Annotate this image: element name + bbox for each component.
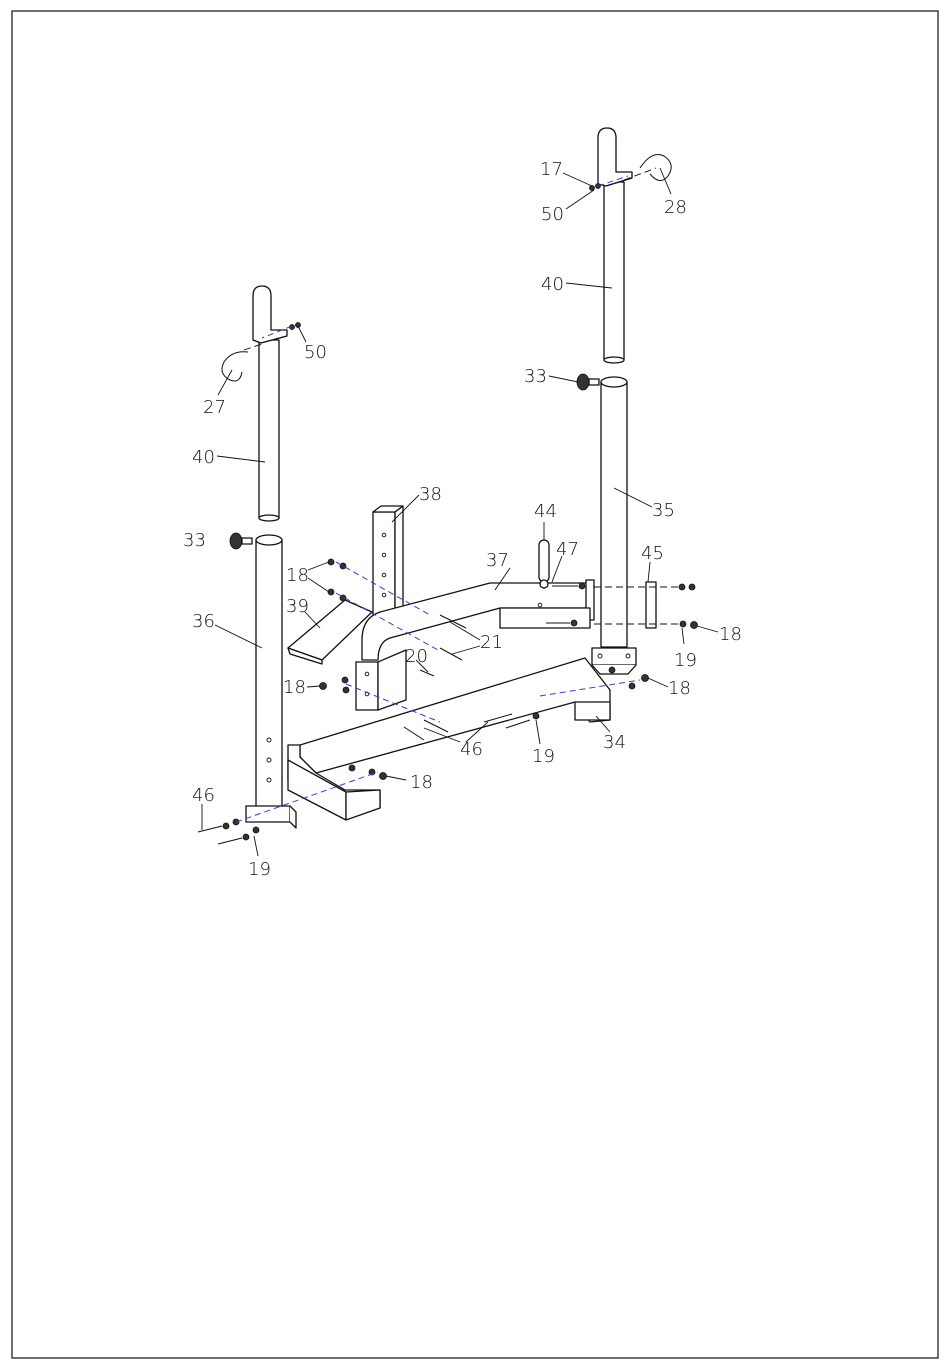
part-40-left-upright <box>259 340 279 521</box>
callout-27: 27 <box>203 397 226 418</box>
callout-44: 44 <box>534 501 557 522</box>
page-border <box>12 11 938 1358</box>
callout-34: 34 <box>603 732 626 753</box>
callout-17: 17 <box>540 159 563 180</box>
callout-46: 46 <box>460 739 483 760</box>
callout-18: 18 <box>668 678 691 699</box>
callout-18: 18 <box>286 565 309 586</box>
callout-33: 33 <box>183 530 206 551</box>
callout-45: 45 <box>641 543 664 564</box>
part-44-handle <box>539 540 549 588</box>
callout-47: 47 <box>556 539 579 560</box>
callout-19: 19 <box>674 650 697 671</box>
callout-18: 18 <box>283 677 306 698</box>
callout-19: 19 <box>532 746 555 767</box>
part-35-right-post <box>592 377 636 674</box>
callout-46: 46 <box>192 785 215 806</box>
callout-18: 18 <box>719 624 742 645</box>
callout-50: 50 <box>541 204 564 225</box>
callout-50: 50 <box>304 342 327 363</box>
callout-36: 36 <box>192 611 215 632</box>
callout-19: 19 <box>248 859 271 880</box>
callout-18: 18 <box>410 772 433 793</box>
callout-38: 38 <box>419 484 442 505</box>
part-33-knob-right <box>577 374 599 390</box>
callout-21: 21 <box>480 632 503 653</box>
callout-20: 20 <box>405 646 428 667</box>
callout-40: 40 <box>541 274 564 295</box>
part-40-right-upright <box>604 182 624 363</box>
callout-33: 33 <box>524 366 547 387</box>
callout-40: 40 <box>192 447 215 468</box>
callout-28: 28 <box>664 197 687 218</box>
callout-39: 39 <box>286 596 309 617</box>
part-27-lock-pin <box>222 344 262 381</box>
part-33-knob-left <box>230 533 252 549</box>
part-34-base-frame <box>288 658 610 820</box>
part-j-hook-right <box>598 128 632 186</box>
part-45-spacer <box>646 582 656 628</box>
callout-35: 35 <box>652 500 675 521</box>
callout-37: 37 <box>486 550 509 571</box>
